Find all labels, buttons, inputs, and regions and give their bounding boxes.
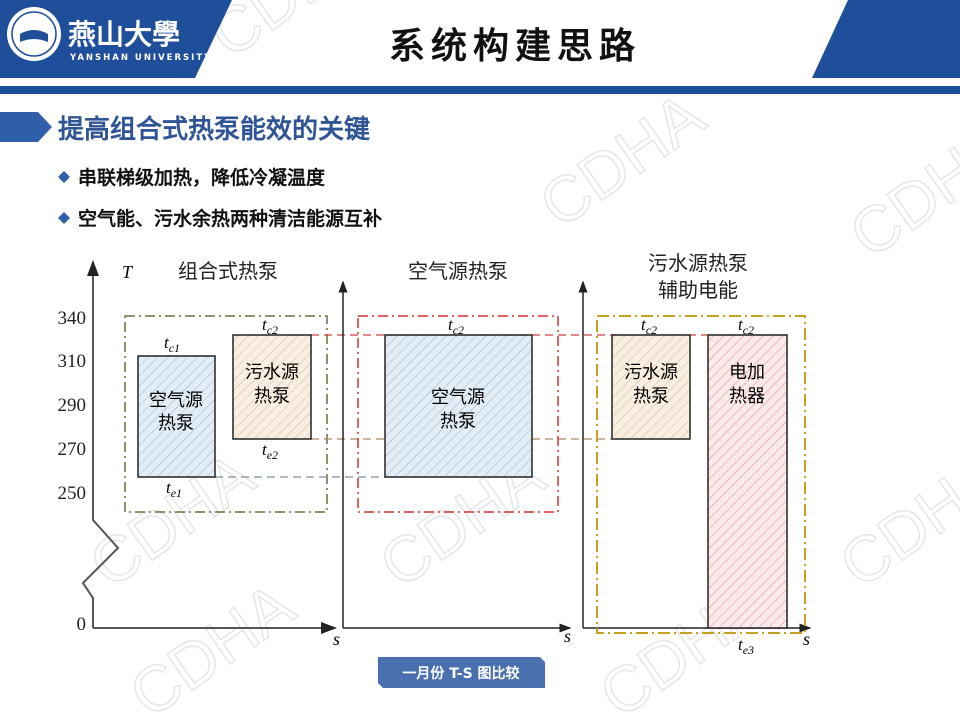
panel-2-title: 空气源热泵 <box>408 259 508 283</box>
tc2-label: tc2 <box>262 315 278 337</box>
svg-text:CDHA: CDHA <box>117 568 307 720</box>
y-tick-270: 270 <box>58 439 87 460</box>
x-axis-label: s <box>803 629 810 649</box>
section-heading: 提高组合式热泵能效的关键 <box>58 114 370 145</box>
tc2-label: tc2 <box>738 315 754 337</box>
panel-3-frame <box>596 315 806 634</box>
te1-label: te1 <box>166 478 182 500</box>
y-axis <box>81 260 120 628</box>
panel-1-title: 组合式热泵 <box>178 259 278 283</box>
box-label: 污水源 <box>245 362 299 383</box>
air-source-cycle-box <box>384 334 533 478</box>
svg-text:CDHA: CDHA <box>527 78 717 241</box>
te2-label: te2 <box>262 440 278 462</box>
air-source-cycle-box <box>137 355 216 478</box>
x-axis-label: s <box>333 629 340 649</box>
box-label: 空气源 <box>149 390 203 411</box>
university-name-en: YANSHAN UNIVERSITY <box>69 53 212 63</box>
tc2-label: tc2 <box>448 315 464 337</box>
box-label: 电加 <box>729 362 765 383</box>
bullet-2: 空气能、污水余热两种清洁能源互补 <box>78 207 382 230</box>
university-seal-logo <box>7 7 61 61</box>
panel-3-title: 污水源热泵 <box>648 251 748 275</box>
bullet-1: 串联梯级加热，降低冷凝温度 <box>78 166 326 189</box>
ts-diagram: T s 340 310 290 270 250 0 组合式热泵 空气源 热泵 t… <box>58 251 812 657</box>
svg-text:CDHA: CDHA <box>827 438 960 601</box>
tc1-label: tc1 <box>164 333 180 355</box>
x-axis-label: s <box>564 626 571 646</box>
box-label: 污水源 <box>624 362 678 383</box>
box-label: 热泵 <box>158 413 194 434</box>
sewage-source-cycle-box <box>611 334 691 440</box>
y-tick-250: 250 <box>58 483 87 504</box>
box-label: 热泵 <box>254 386 290 407</box>
bullet-diamond-icon <box>58 171 70 183</box>
header-banner-right <box>812 0 960 78</box>
svg-text:CDHA: CDHA <box>837 108 960 271</box>
caption-text: 一月份 T-S 图比较 <box>402 665 519 682</box>
panel-2-frame <box>357 315 559 513</box>
header: 燕山大學 YANSHAN UNIVERSITY 系统构建思路 <box>0 0 960 94</box>
section-arrow-icon <box>0 112 52 142</box>
box-label: 热泵 <box>440 411 476 432</box>
page-title: 系统构建思路 <box>389 26 641 67</box>
box-label: 热泵 <box>633 386 669 407</box>
y-tick-340: 340 <box>58 308 87 329</box>
y-tick-310: 310 <box>58 351 87 372</box>
electric-heater-box <box>707 334 788 629</box>
panel-1-frame <box>124 315 328 513</box>
header-banner-left <box>0 0 232 78</box>
university-name-cn: 燕山大學 <box>68 18 180 51</box>
y-tick-290: 290 <box>58 395 87 416</box>
box-label: 空气源 <box>431 387 485 408</box>
panel-3-title-line2: 辅助电能 <box>658 278 738 302</box>
y-axis-label: T <box>122 262 134 282</box>
caption-badge <box>378 657 545 688</box>
box-label: 热器 <box>729 386 765 407</box>
header-divider <box>0 86 960 94</box>
y-tick-0: 0 <box>77 614 87 635</box>
te3-label: te3 <box>738 635 754 657</box>
bullet-diamond-icon <box>58 212 70 224</box>
sewage-source-cycle-box <box>232 334 312 440</box>
tc2-label: tc2 <box>641 315 657 337</box>
